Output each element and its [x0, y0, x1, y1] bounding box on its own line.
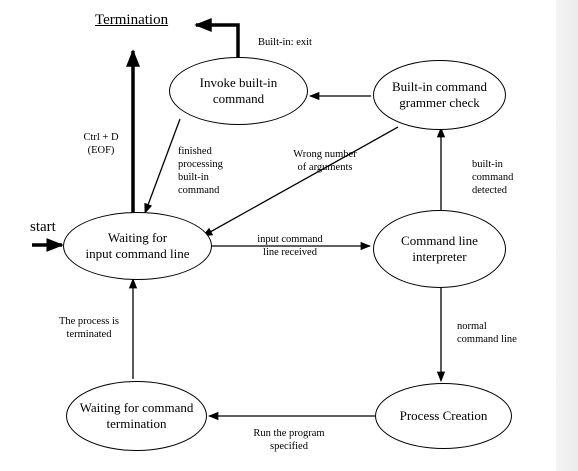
node-waiting-termination: Waiting for command termination — [66, 381, 207, 451]
label-wrong-args-line2: of arguments — [297, 162, 353, 173]
label-finished-line2: processing — [178, 159, 223, 170]
node-waiting-input-line1: Waiting for — [107, 230, 168, 245]
label-ctrl-d: Ctrl + D (EOF) — [76, 131, 126, 157]
node-process-creation-line1: Process Creation — [399, 408, 488, 423]
page-edge-bar — [556, 0, 578, 471]
label-builtin-detected-line2: command — [472, 172, 514, 183]
label-run-program-line2: specified — [270, 441, 308, 452]
node-invoke-builtin-line2: command — [212, 91, 265, 106]
label-builtin-exit-line1: Built-in: exit — [258, 37, 312, 48]
node-process-creation: Process Creation — [375, 383, 512, 449]
label-process-terminated: The process is terminated — [46, 315, 132, 341]
edge-builtin-exit — [194, 18, 240, 57]
node-waiting-termination-line1: Waiting for command — [79, 400, 194, 415]
node-waiting-termination-line2: termination — [106, 416, 167, 431]
label-input-received-line2: line received — [263, 247, 317, 258]
label-wrong-arguments: Wrong number of arguments — [285, 148, 365, 174]
label-builtin-detected: built-in command detected — [472, 158, 513, 197]
label-normal-command-line2: command line — [457, 334, 517, 345]
label-process-terminated-line2: terminated — [66, 329, 112, 340]
label-wrong-args-line1: Wrong number — [293, 149, 357, 160]
node-invoke-builtin-line1: Invoke built-in — [199, 75, 278, 90]
edge-finished-processing — [144, 118, 181, 214]
label-process-terminated-line1: The process is — [58, 316, 120, 327]
label-builtin-exit: Built-in: exit — [258, 36, 312, 49]
label-normal-command: normal command line — [457, 320, 517, 346]
termination-label: Termination — [95, 12, 169, 28]
label-finished-line1: finished — [178, 146, 212, 157]
label-ctrl-d-line1: Ctrl + D — [83, 132, 119, 143]
label-run-program-line1: Run the program — [253, 428, 325, 439]
label-finished-processing: finished processing built-in command — [178, 145, 223, 197]
node-builtin-check: Built-in command grammer check — [373, 60, 506, 130]
node-waiting-input-line2: input command line — [85, 246, 190, 261]
label-ctrl-d-line2: (EOF) — [87, 145, 115, 156]
label-builtin-detected-line3: detected — [472, 185, 507, 196]
edge-wrong-arguments — [202, 126, 399, 237]
node-command-line-interpreter: Command line interpreter — [373, 210, 506, 288]
label-input-received: input command line received — [245, 233, 335, 259]
label-builtin-detected-line1: built-in — [472, 159, 503, 170]
node-invoke-builtin: Invoke built-in command — [169, 57, 308, 125]
node-cli-line1: Command line — [401, 233, 478, 248]
node-cli-line2: interpreter — [412, 249, 467, 264]
start-label: start — [30, 219, 56, 235]
node-builtin-check-line1: Built-in command — [392, 79, 487, 94]
label-normal-command-line1: normal — [457, 321, 487, 332]
node-waiting-input: Waiting for input command line — [63, 212, 212, 280]
label-run-program: Run the program specified — [236, 427, 342, 453]
label-finished-line4: command — [178, 185, 220, 196]
label-input-received-line1: input command — [257, 234, 323, 245]
node-builtin-check-line2: grammer check — [399, 95, 480, 110]
label-finished-line3: built-in — [178, 172, 209, 183]
